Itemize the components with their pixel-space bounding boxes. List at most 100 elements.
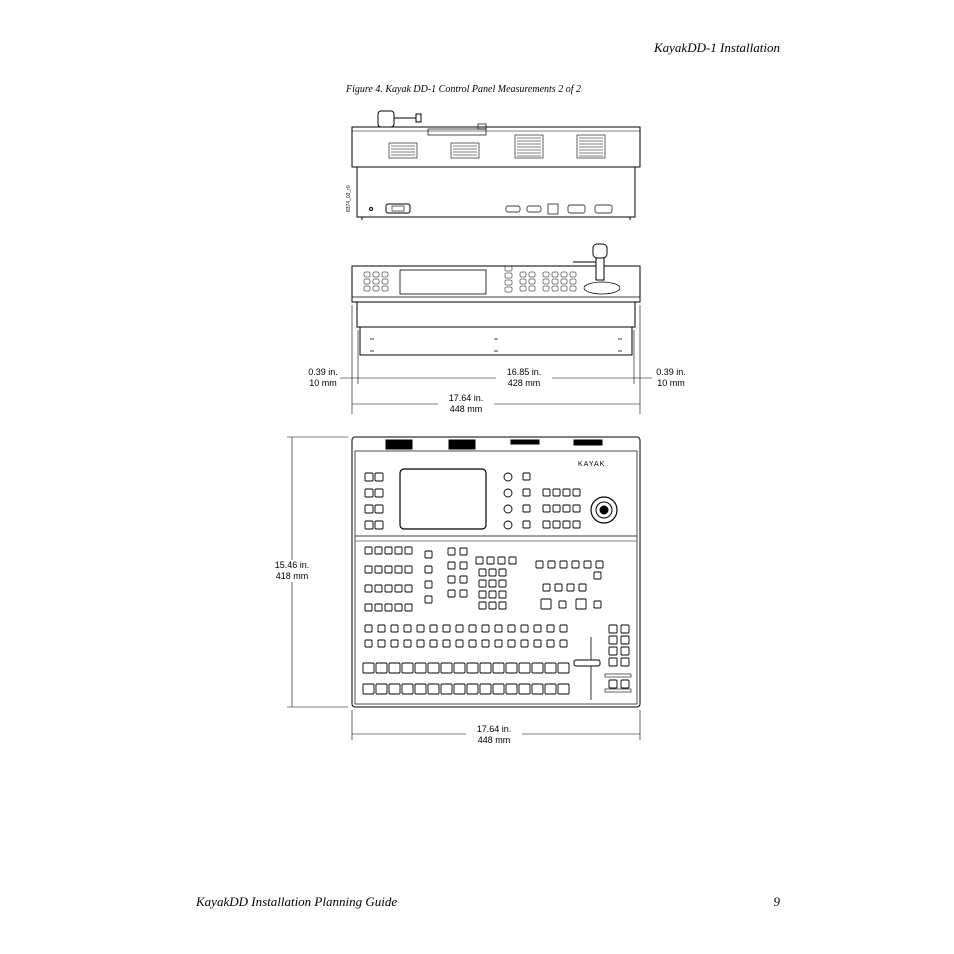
panel-key bbox=[447, 589, 456, 598]
panel-key bbox=[593, 600, 602, 609]
panel-key bbox=[562, 488, 571, 497]
panel-key bbox=[569, 285, 577, 292]
panel-key bbox=[404, 565, 413, 574]
panel-key bbox=[544, 683, 557, 695]
panel-key bbox=[562, 520, 571, 529]
panel-key bbox=[388, 683, 401, 695]
panel-key bbox=[384, 584, 393, 593]
panel-key bbox=[364, 603, 373, 612]
panel-key bbox=[546, 639, 555, 648]
panel-key bbox=[384, 603, 393, 612]
panel-key bbox=[440, 683, 453, 695]
panel-key bbox=[519, 271, 527, 278]
panel-key bbox=[362, 662, 375, 674]
panel-key bbox=[364, 624, 373, 633]
panel-key bbox=[374, 565, 383, 574]
running-header: KayakDD-1 Installation bbox=[653, 40, 780, 55]
panel-key bbox=[498, 590, 507, 599]
panel-key bbox=[559, 624, 568, 633]
panel-key bbox=[535, 560, 544, 569]
panel-key bbox=[578, 583, 587, 592]
panel-key bbox=[518, 662, 531, 674]
panel-key bbox=[447, 575, 456, 584]
left-margin-label: 0.39 in. 10 mm bbox=[300, 367, 346, 389]
panel-key bbox=[447, 561, 456, 570]
panel-key bbox=[374, 488, 384, 498]
panel-key bbox=[381, 285, 389, 292]
panel-key bbox=[364, 504, 374, 514]
panel-key bbox=[364, 639, 373, 648]
panel-key bbox=[416, 639, 425, 648]
panel-key bbox=[468, 624, 477, 633]
panel-key bbox=[488, 568, 497, 577]
panel-key bbox=[554, 583, 563, 592]
panel-key bbox=[364, 546, 373, 555]
panel-key bbox=[542, 504, 551, 513]
panel-key bbox=[390, 639, 399, 648]
panel-key bbox=[608, 624, 618, 634]
left-margin-in: 0.39 in. bbox=[308, 367, 338, 377]
bottom-width-mm: 448 mm bbox=[477, 735, 511, 745]
panel-key bbox=[520, 639, 529, 648]
panel-key bbox=[384, 546, 393, 555]
panel-key bbox=[505, 683, 518, 695]
panel-key bbox=[569, 271, 577, 278]
panel-key bbox=[494, 624, 503, 633]
panel-key bbox=[533, 639, 542, 648]
panel-key bbox=[388, 662, 401, 674]
overall-width-in: 17.64 in. bbox=[448, 393, 484, 403]
panel-key bbox=[363, 278, 371, 285]
knob bbox=[503, 504, 513, 514]
panel-key bbox=[572, 504, 581, 513]
panel-key bbox=[416, 624, 425, 633]
bottom-width-label: 17.64 in. 448 mm bbox=[466, 724, 522, 746]
page-number: 9 bbox=[773, 894, 781, 909]
panel-key bbox=[593, 571, 602, 580]
panel-key bbox=[566, 583, 575, 592]
panel-key bbox=[572, 520, 581, 529]
panel-key bbox=[518, 683, 531, 695]
right-margin-label: 0.39 in. 10 mm bbox=[648, 367, 694, 389]
brand-logo: KAYAK bbox=[578, 461, 605, 468]
top-view-drawing bbox=[351, 436, 641, 708]
panel-key bbox=[403, 639, 412, 648]
panel-key bbox=[403, 624, 412, 633]
panel-key bbox=[427, 662, 440, 674]
panel-key bbox=[551, 271, 559, 278]
panel-key bbox=[372, 278, 380, 285]
front-dimension-lines bbox=[340, 305, 652, 414]
panel-key bbox=[374, 504, 384, 514]
right-margin-mm: 10 mm bbox=[657, 378, 685, 388]
panel-key bbox=[404, 584, 413, 593]
panel-key bbox=[459, 547, 468, 556]
knob bbox=[503, 472, 513, 482]
drawing-id: 8374_02_r0 bbox=[346, 185, 352, 212]
panel-key bbox=[459, 561, 468, 570]
panel-key bbox=[551, 278, 559, 285]
panel-key bbox=[542, 285, 550, 292]
panel-key bbox=[522, 472, 531, 481]
panel-key bbox=[504, 279, 513, 286]
panel-key bbox=[414, 662, 427, 674]
panel-key bbox=[571, 560, 580, 569]
panel-key bbox=[504, 272, 513, 279]
panel-key bbox=[494, 639, 503, 648]
panel-key bbox=[404, 603, 413, 612]
panel-key bbox=[362, 683, 375, 695]
panel-key bbox=[520, 624, 529, 633]
panel-key bbox=[394, 546, 403, 555]
panel-key bbox=[459, 575, 468, 584]
panel-key bbox=[364, 488, 374, 498]
panel-key bbox=[455, 639, 464, 648]
left-margin-mm: 10 mm bbox=[309, 378, 337, 388]
panel-key bbox=[620, 624, 630, 634]
panel-key bbox=[540, 598, 552, 610]
inner-width-mm: 428 mm bbox=[507, 378, 541, 388]
panel-key bbox=[528, 271, 536, 278]
panel-key bbox=[522, 504, 531, 513]
panel-key bbox=[488, 579, 497, 588]
panel-key bbox=[492, 662, 505, 674]
panel-key bbox=[478, 579, 487, 588]
panel-key bbox=[557, 683, 570, 695]
inner-width-label: 16.85 in. 428 mm bbox=[496, 367, 552, 389]
